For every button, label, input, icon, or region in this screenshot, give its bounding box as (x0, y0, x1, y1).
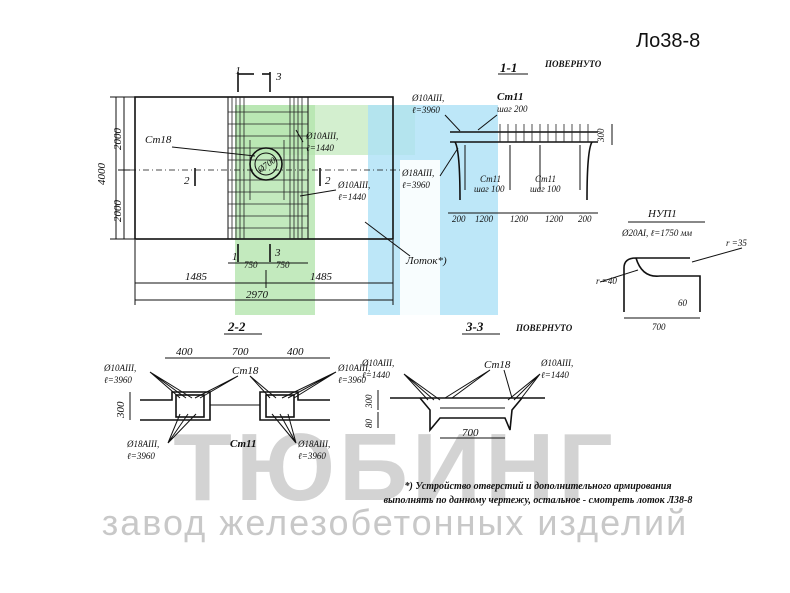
section33-d700: 700 (462, 427, 479, 439)
nup-bar-shape (623, 257, 701, 312)
footnote: *) Устройство отверстий и дополнительног… (318, 480, 758, 508)
section11-span-4: 200 (578, 214, 592, 224)
label-lotok: Лоток*) (405, 255, 447, 267)
section11-step200: шаг 200 (497, 104, 528, 114)
section22-r18-l: Ø18АIII, (126, 439, 159, 449)
section22-d700: 700 (232, 346, 249, 358)
nup-title: НУП1 (647, 208, 677, 220)
dim-opening-left: 750 (244, 260, 258, 270)
section22-r10-l-len: ℓ=3960 (104, 375, 132, 385)
section11-span-1: 1200 (475, 214, 494, 224)
dim-right-half: 1485 (310, 271, 333, 283)
section-mark-1-top: 1 (235, 65, 241, 77)
section33-ct18: Ст18 (484, 359, 511, 371)
section11-step100-a: шаг 100 (474, 184, 505, 194)
plan-opening-frame (227, 96, 309, 240)
label-r10b: Ø10АIII, (337, 180, 370, 190)
section-mark-1-bottom: 1 (232, 251, 238, 263)
dim-half-upper: 2000 (112, 128, 124, 151)
section22-r18-r: Ø18АIII, (297, 439, 330, 449)
logo-white-cut (400, 160, 440, 315)
section11-r18-len: ℓ=3960 (402, 180, 430, 190)
section-mark-2-right: 2 (325, 175, 331, 187)
section33-title: 3-3 (465, 319, 484, 334)
plan-opening-circle (249, 147, 283, 181)
label-r10a-len: ℓ=1440 (306, 143, 334, 153)
section11-span-0: 200 (452, 214, 466, 224)
section33-r10-r-len: ℓ=1440 (541, 370, 569, 380)
section11-span-3: 1200 (545, 214, 564, 224)
section11-ct11-top: Ст11 (497, 91, 523, 103)
dim-opening-right: 750 (276, 260, 290, 270)
section11-r10-len: ℓ=3960 (412, 105, 440, 115)
section22-ct18: Ст18 (232, 365, 259, 377)
section22-d400b: 400 (287, 346, 304, 358)
section-mark-3-bottom: 3 (274, 247, 281, 259)
section33-h80: 80 (364, 419, 374, 429)
section33-r10-l-len: ℓ=1440 (362, 370, 390, 380)
plan-view: Ø700 1 3 1 3 2 2 Ст18 Ø10АIII, ℓ=1440 Ø1… (96, 65, 447, 305)
label-r10a: Ø10АIII, (305, 131, 338, 141)
section11-r10: Ø10АIII, (411, 93, 444, 103)
section22-ct11: Ст11 (230, 438, 256, 450)
section22-title: 2-2 (227, 319, 246, 334)
nup-h60: 60 (678, 298, 688, 308)
section22-r10-l: Ø10АIII, (103, 363, 136, 373)
section22-r18-r-len: ℓ=3960 (298, 451, 326, 461)
section11-step100-b: шаг 100 (530, 184, 561, 194)
dim-total: 2970 (246, 289, 269, 301)
document-code: Ло38-8 (636, 30, 701, 52)
section11-r18: Ø18АIII, (401, 168, 434, 178)
footnote-line-2: выполнять по данному чертежу, остальное … (383, 495, 693, 506)
section22-r10-r-len: ℓ=3960 (338, 375, 366, 385)
section22-r18-l-len: ℓ=3960 (127, 451, 155, 461)
section11-h300: 300 (596, 128, 606, 143)
label-ct18: Ст18 (145, 134, 172, 146)
section22-h300: 300 (115, 401, 127, 419)
dim-left-half: 1485 (185, 271, 208, 283)
section-1-1: 1-1 ПОВЕРНУТО 300 Ø10АIII, ℓ=3960 (401, 59, 613, 224)
nup-w700: 700 (652, 322, 666, 332)
section33-h300: 300 (364, 394, 374, 409)
label-r10b-len: ℓ=1440 (338, 192, 366, 202)
section22-d400a: 400 (176, 346, 193, 358)
section-mark-3-top: 3 (275, 71, 282, 83)
section-2-2: 2-2 400 700 400 300 Ø10АIII, ℓ=3960 Ст18… (103, 319, 370, 461)
watermark-subtitle: завод железобетонных изделий (101, 502, 689, 543)
section11-span-2: 1200 (510, 214, 529, 224)
footnote-line-1: *) Устройство отверстий и дополнительног… (404, 481, 672, 492)
dim-half-lower: 2000 (112, 200, 124, 223)
section-mark-2-left: 2 (184, 175, 190, 187)
nup-r40: r =40 (596, 276, 617, 286)
section11-rotated: ПОВЕРНУТО (544, 59, 602, 69)
section11-title: 1-1 (500, 60, 517, 75)
nup-spec: Ø20АI, ℓ=1750 мм (621, 228, 692, 238)
section11-ct11-a: Ст11 (480, 174, 501, 184)
nup1-detail: НУП1 Ø20АI, ℓ=1750 мм r =35 r =40 60 700 (596, 208, 747, 332)
section11-stirrups (499, 124, 589, 142)
dim-overall-height: 4000 (96, 163, 108, 186)
section-3-3: 3-3 ПОВЕРНУТО 300 80 700 Ø10АIII, ℓ=1440… (361, 319, 573, 439)
section11-ct11-b: Ст11 (535, 174, 556, 184)
section33-r10-r: Ø10АIII, (540, 358, 573, 368)
section33-r10-l: Ø10АIII, (361, 358, 394, 368)
section22-r10-r: Ø10АIII, (337, 363, 370, 373)
section33-rotated: ПОВЕРНУТО (515, 323, 573, 333)
watermark-brand: ТЮБИНГ (173, 414, 616, 521)
nup-r35: r =35 (726, 238, 747, 248)
